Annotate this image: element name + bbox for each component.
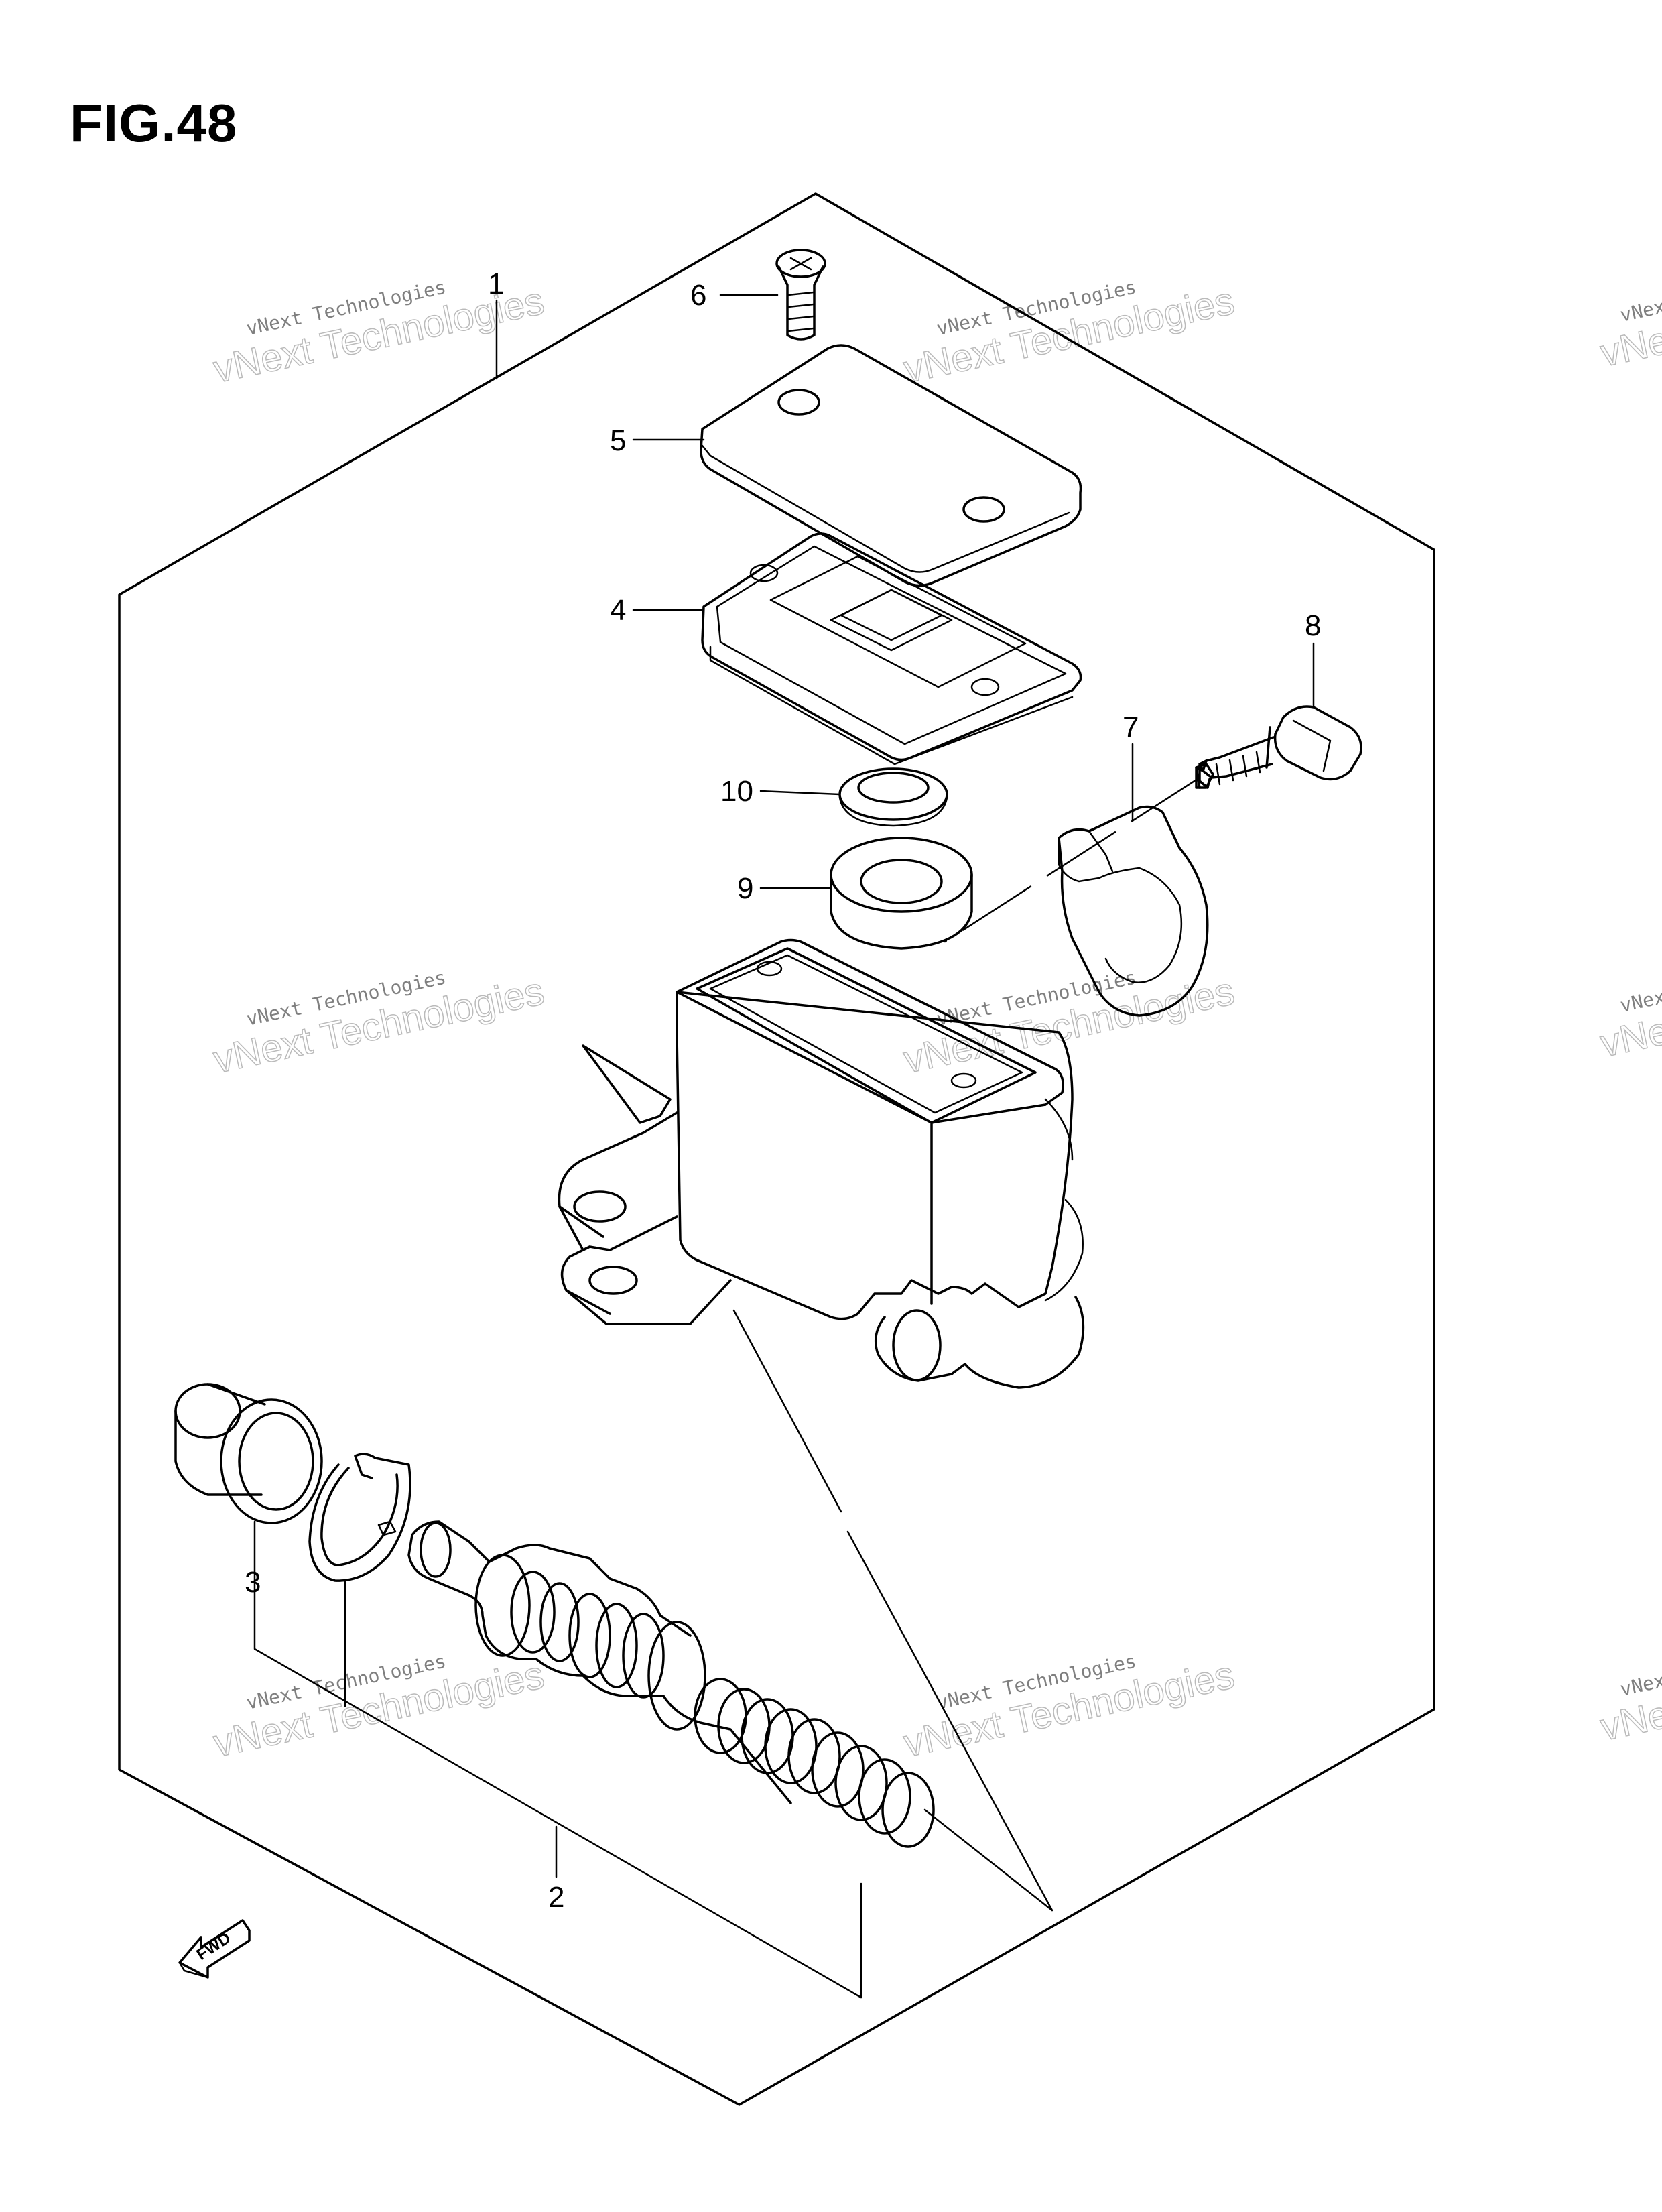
part-5-reservoir-cap bbox=[700, 344, 1082, 587]
figure-title: FIG.48 bbox=[70, 93, 238, 153]
callout-1: 1 bbox=[488, 267, 504, 300]
svg-text:vNext Technologies: vNext Technologies bbox=[1618, 953, 1662, 1016]
leader-2-bracket bbox=[253, 1520, 862, 1999]
part-3-cup bbox=[174, 1383, 323, 1524]
alignment-line bbox=[944, 776, 1201, 943]
part-9-boot bbox=[830, 837, 973, 950]
watermark: vNext Technologies vNext Technologies bbox=[1596, 953, 1662, 1066]
callout-10: 10 bbox=[720, 775, 753, 808]
watermark: vNext Technologies vNext Technologies bbox=[1596, 262, 1662, 375]
callout-4: 4 bbox=[610, 594, 626, 627]
part-4-diaphragm bbox=[701, 532, 1082, 765]
master-cylinder-body bbox=[558, 938, 1085, 1389]
callout-3: 3 bbox=[245, 1566, 261, 1599]
callout-2: 2 bbox=[548, 1881, 564, 1914]
callout-6: 6 bbox=[690, 279, 706, 312]
callout-7: 7 bbox=[1123, 711, 1139, 744]
callout-8: 8 bbox=[1305, 609, 1321, 642]
part-6-screw bbox=[775, 249, 826, 341]
part-7-holder bbox=[1058, 805, 1209, 1017]
watermark: vNext Technologies vNext Technologies bbox=[899, 275, 1238, 391]
svg-text:vNext Technologies: vNext Technologies bbox=[1618, 1636, 1662, 1700]
part-3-circlip bbox=[308, 1453, 411, 1582]
watermark: vNext Technologies vNext Technologies bbox=[899, 1650, 1238, 1766]
svg-text:vNext Technologies: vNext Technologies bbox=[1618, 262, 1662, 326]
part-10-o-ring bbox=[838, 767, 948, 827]
part-8-bolt bbox=[1195, 705, 1362, 789]
part-2-spring bbox=[694, 1678, 935, 1848]
assembly-lines bbox=[732, 1309, 1053, 1912]
fwd-label: FWD bbox=[194, 1929, 235, 1964]
callout-9: 9 bbox=[737, 872, 753, 905]
callout-5: 5 bbox=[610, 424, 626, 457]
watermark: vNext Technologies vNext Technologies bbox=[1596, 1636, 1662, 1749]
assembly-outline bbox=[118, 192, 1435, 2106]
callout-numbers: 1 6 5 4 8 7 10 9 3 2 bbox=[245, 267, 1321, 1914]
watermark: vNext Technologies vNext Technologies bbox=[209, 966, 548, 1082]
fwd-direction-arrow: FWD bbox=[178, 1919, 251, 1979]
part-2-piston bbox=[407, 1520, 792, 1804]
callout-leaders bbox=[632, 294, 1315, 889]
